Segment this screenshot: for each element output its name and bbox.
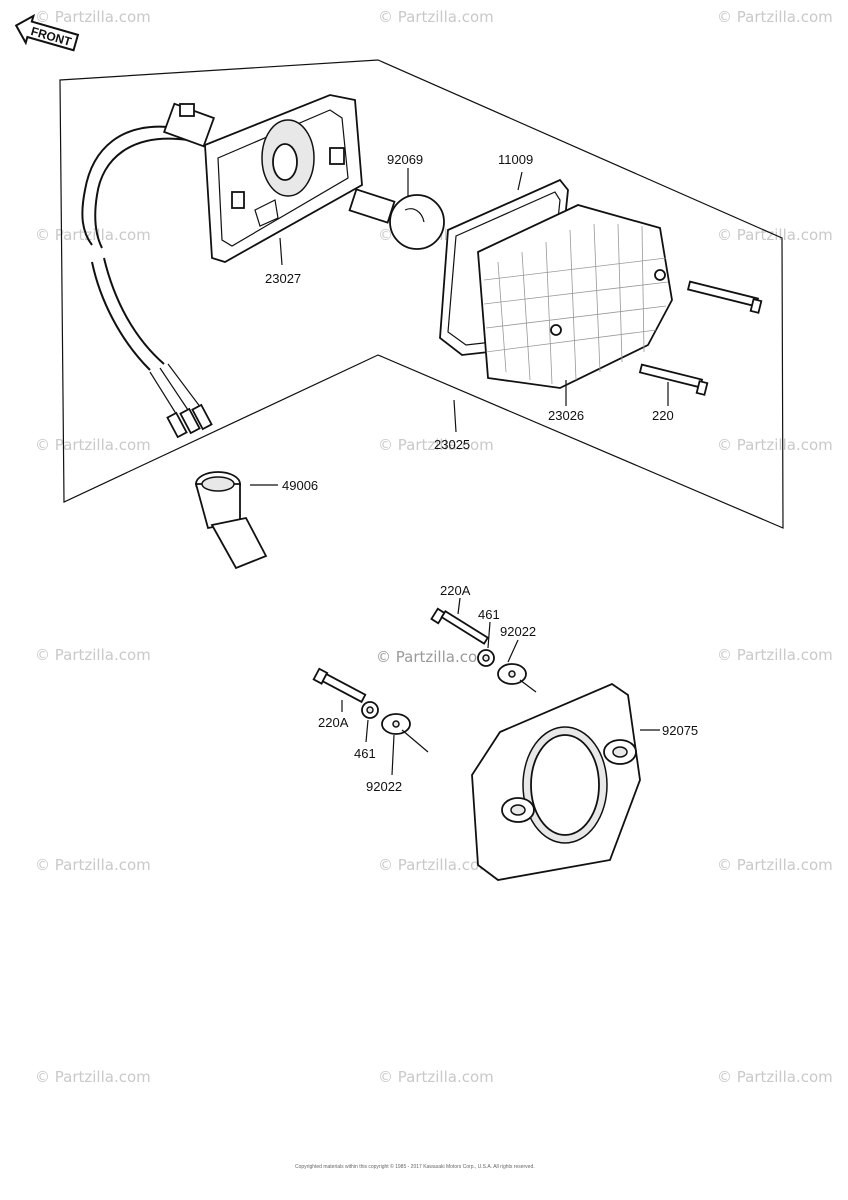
watermark: © Partzilla.com [35,436,151,454]
bolt [430,607,490,645]
watermark: © Partzilla.com [378,856,494,874]
callout-23027: 23027 [265,271,301,286]
leader-lines [250,168,669,776]
nut [361,701,379,719]
watermark: © Partzilla.com [35,8,151,26]
socket-cover [194,471,268,570]
callout-461-left: 461 [354,746,376,761]
screw [638,363,709,396]
callout-49006: 49006 [282,478,318,493]
watermark: © Partzilla.com [717,856,833,874]
bulb [348,188,445,250]
lens [477,204,673,389]
washer [497,663,527,685]
lamp-base [204,94,363,263]
watermark: © Partzilla.com [35,226,151,244]
callout-23025: 23025 [434,437,470,452]
watermark: © Partzilla.com [35,1068,151,1086]
callout-220a-top: 220A [440,583,471,598]
callouts: 23027 92069 11009 23026 220 23025 49006 … [265,152,698,794]
watermark: © Partzilla.com [717,646,833,664]
assembly-frame [59,59,784,529]
bolt [312,667,367,704]
watermark: © Partzilla.com [717,1068,833,1086]
callout-220: 220 [652,408,674,423]
callout-92022-left: 92022 [366,779,402,794]
callout-92022-top: 92022 [500,624,536,639]
copyright-notice: Copyrighted materials within this copyri… [295,1163,535,1170]
callout-23026: 23026 [548,408,584,423]
watermark: © Partzilla.com [378,8,494,26]
callout-461-top: 461 [478,607,500,622]
mounting-plate [471,682,641,881]
watermark: © Partzilla.com [717,436,833,454]
watermark: © Partzilla.com [378,436,494,454]
wiring-harness [81,102,216,439]
watermark-layer: © Partzilla.com © Partzilla.com © Partzi… [35,8,833,1086]
watermark-center: © Partzilla.com [376,648,492,666]
watermark: © Partzilla.com [378,1068,494,1086]
watermark: © Partzilla.com [717,8,833,26]
callout-11009: 11009 [498,152,533,167]
callout-92069: 92069 [387,152,423,167]
callout-92075: 92075 [662,723,698,738]
watermark: © Partzilla.com [35,646,151,664]
screw [686,280,763,314]
washer [381,713,411,735]
nut [477,649,495,667]
watermark: © Partzilla.com [35,856,151,874]
callout-220a-left: 220A [318,715,349,730]
